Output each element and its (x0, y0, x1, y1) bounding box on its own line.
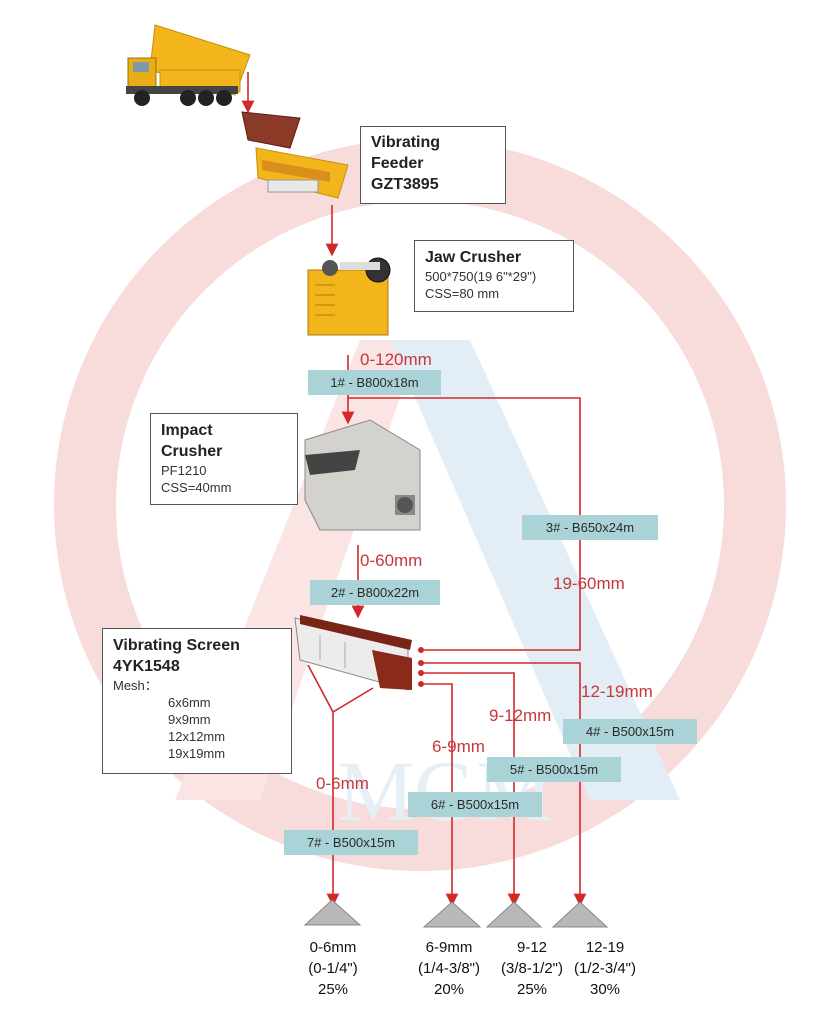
size-0-6: 0-6mm (316, 774, 369, 793)
watermark-right-stroke (390, 340, 680, 800)
impact-crusher-css: CSS=40mm (161, 480, 232, 495)
line-9-12 (420, 672, 521, 907)
stockpile-12-19-icon (551, 901, 609, 928)
screen-mesh-2: 9x9mm (168, 712, 211, 727)
line-6-9 (420, 683, 459, 907)
product-6-9-inch: (1/4-3/8") (417, 960, 480, 977)
size-0-120: 0-120mm (360, 350, 432, 369)
feeder-title-line1: Vibrating (371, 134, 441, 151)
stockpile-0-6-icon (303, 899, 362, 926)
belt-5-label: 5# - B500x15m (487, 757, 621, 782)
impact-crusher-model: PF1210 (161, 463, 207, 478)
belt-4-label: 4# - B500x15m (563, 719, 697, 744)
belt-2-label: 2# - B800x22m (310, 580, 440, 605)
product-0-6-size: 0-6mm (309, 939, 357, 956)
stockpile-9-12-icon (485, 901, 543, 928)
belt-1-label: 1# - B800x18m (308, 370, 441, 395)
product-12-19-inch: (1/2-3/4") (573, 960, 636, 977)
belt-6-label: 6# - B500x15m (408, 792, 542, 817)
product-9-12-size: 9-12 (516, 939, 548, 956)
feeder-model: GZT3895 (371, 176, 439, 193)
product-6-9: 6-9mm (1/4-3/8") 20% (404, 937, 494, 1000)
impact-crusher-title-line2: Crusher (161, 443, 223, 460)
product-12-19: 12-19 (1/2-3/4") 30% (560, 937, 650, 1000)
product-9-12: 9-12 (3/8-1/2") 25% (487, 937, 577, 1000)
screen-title: Vibrating Screen (113, 637, 240, 654)
feeder-title-line2: Feeder (371, 155, 424, 172)
size-12-19: 12-19mm (581, 682, 653, 701)
screen-mesh-1: 6x6mm (168, 695, 211, 710)
vibrating-screen-label-box: Vibrating Screen 4YK1548 Mesh： 6x6mm 9x9… (102, 628, 292, 774)
product-0-6: 0-6mm (0-1/4") 25% (288, 937, 378, 1000)
size-19-60: 19-60mm (553, 574, 625, 593)
belt-7-label: 7# - B500x15m (284, 830, 418, 855)
product-6-9-pct: 20% (433, 981, 465, 998)
product-0-6-inch: (0-1/4") (308, 960, 358, 977)
screen-mesh-label: Mesh： (113, 678, 158, 693)
size-6-9: 6-9mm (432, 737, 485, 756)
impact-crusher-label-box: Impact Crusher PF1210 CSS=40mm (150, 413, 298, 505)
stockpile-6-9-icon (422, 901, 482, 928)
product-12-19-pct: 30% (589, 981, 621, 998)
screen-model: 4YK1548 (113, 658, 180, 675)
impact-crusher-title-line1: Impact (161, 422, 213, 439)
jaw-crusher-spec: 500*750(19 6"*29") (425, 269, 537, 284)
line-12-19 (420, 662, 587, 907)
product-6-9-size: 6-9mm (425, 939, 473, 956)
jaw-crusher-label-box: Jaw Crusher 500*750(19 6"*29") CSS=80 mm (414, 240, 574, 312)
jaw-crusher-title: Jaw Crusher (425, 249, 522, 266)
belt-3-label: 3# - B650x24m (522, 515, 658, 540)
product-0-6-pct: 25% (317, 981, 349, 998)
screen-mesh-3: 12x12mm (168, 729, 226, 744)
jaw-crusher-css: CSS=80 mm (425, 286, 500, 301)
product-9-12-inch: (3/8-1/2") (500, 960, 563, 977)
screen-mesh-4: 19x19mm (168, 746, 226, 761)
size-0-60: 0-60mm (360, 551, 423, 570)
product-12-19-size: 12-19 (585, 939, 625, 956)
feeder-label-box: Vibrating Feeder GZT3895 (360, 126, 506, 204)
product-9-12-pct: 25% (516, 981, 548, 998)
size-9-12: 9-12mm (489, 706, 552, 725)
